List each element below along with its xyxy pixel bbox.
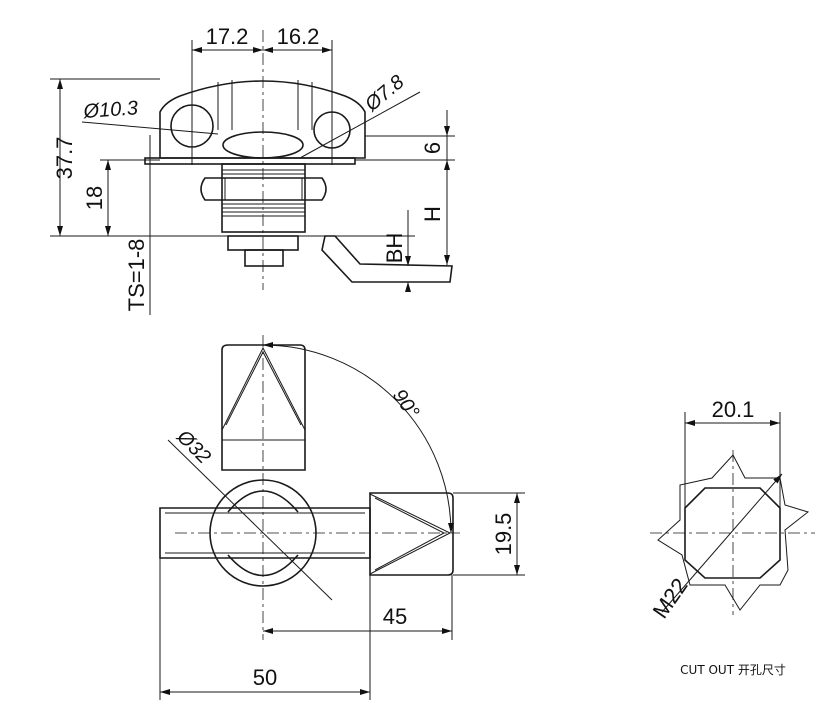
handle [369,492,454,576]
cutout-view: 20.1 M22 CUT OUT 开孔尺寸 [648,397,815,677]
screw-head [244,249,284,267]
dim-label-hole-large: Ø10.3 [82,97,139,123]
dim-label-bh: BH [382,233,407,264]
dim-label-18: 18 [82,186,107,210]
leader-hole-small [299,91,421,159]
cam-lever [321,235,453,283]
hole-large [170,104,214,148]
thread-outline [657,454,810,611]
leader-thread [661,473,783,613]
dim-label-diameter: Ø32 [172,425,215,468]
dim-label-rotation: 90° [388,385,423,422]
threaded-body [221,163,306,233]
dim-label-h: H [420,206,445,222]
dim-label-19-5: 19.5 [491,513,516,556]
dim-label-hole-small: Ø7.8 [360,71,408,116]
leader-hole-large [81,121,219,135]
dim-label-6: 6 [420,142,445,154]
dim-label-thread: M22 [648,573,693,622]
dim-label-20-1: 20.1 [712,397,755,422]
hex-nut [200,177,327,201]
dim-label-17-2: 17.2 [206,24,249,49]
dim-label-50: 50 [253,665,277,690]
front-view: 90° Ø32 19.5 45 50 [159,335,525,700]
mounting-plate [144,157,356,165]
dim-label-ts: TS=1-8 [124,239,149,312]
side-view: 17.2 16.2 37.7 18 [50,24,455,315]
cutout-caption: CUT OUT 开孔尺寸 [680,663,786,677]
dim-label-45: 45 [383,604,407,629]
dim-label-16-2: 16.2 [277,24,320,49]
cutout-shape [684,487,781,579]
rotation-arc [262,342,454,534]
leader-diameter [167,439,333,601]
dim-label-37-7: 37.7 [52,137,77,180]
cap-body [159,80,366,159]
